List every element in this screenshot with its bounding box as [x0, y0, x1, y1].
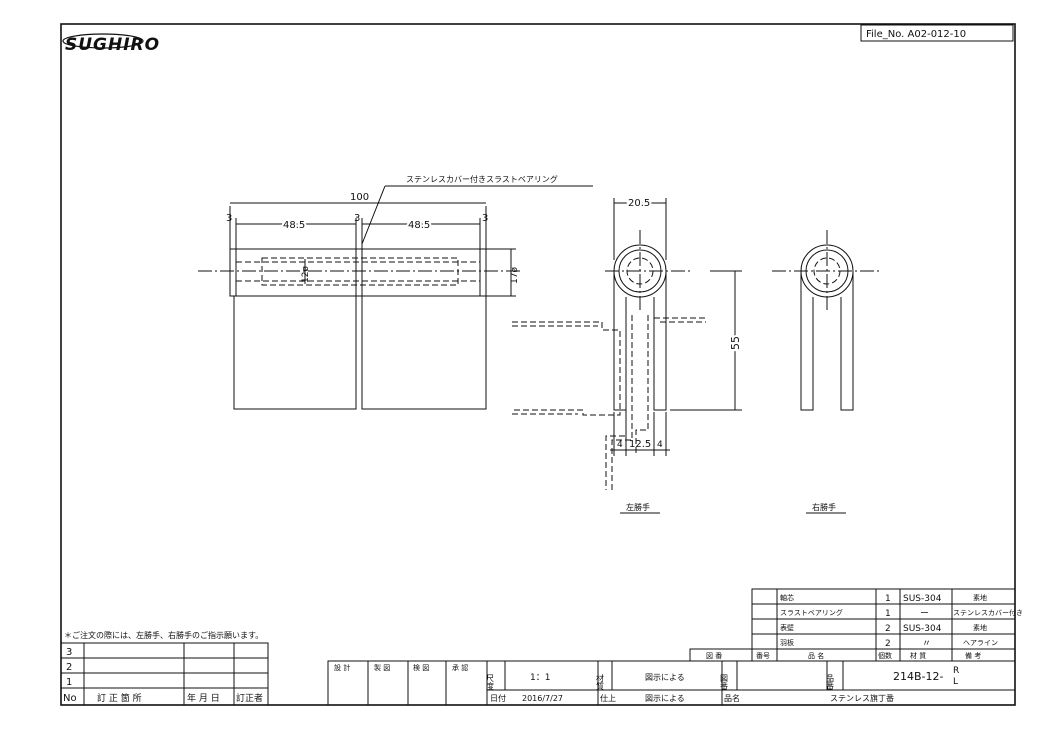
part-1-name: 軸芯	[780, 593, 794, 602]
dim-right: 48.5	[408, 220, 430, 231]
leaf-right	[361, 295, 487, 410]
front-view: 100 3 48.5 3 48.5 3 ステンレスカバー付きスラストベアリング …	[198, 174, 593, 410]
approval-check: 検 図	[413, 663, 429, 672]
scale-label: 尺度	[486, 674, 495, 691]
parts-header-name: 品 名	[808, 651, 824, 660]
dim-left-end: 3	[226, 213, 232, 224]
callout-text: ステンレスカバー付きスラストベアリング	[406, 174, 558, 184]
dim-bore: 12ø	[301, 266, 311, 283]
part-no: 214B-12-	[893, 670, 944, 683]
file-no-box	[860, 24, 1014, 42]
part-4-qty: 2	[885, 639, 891, 649]
rev-header-no: No	[63, 693, 77, 704]
part-no-label: 品番	[826, 674, 835, 691]
title-block: 設 計 製 図 検 図 承 認 尺度 1：1 材質 図示による 図番 品番 21…	[327, 660, 1016, 706]
product-name: ステンレス旗丁番	[830, 693, 894, 703]
barrel	[229, 248, 487, 297]
parts-header-note: 備 考	[965, 651, 981, 660]
callout-leader	[361, 185, 386, 245]
label-right-hand: 右勝手	[812, 502, 836, 512]
finish-value: 図示による	[645, 694, 685, 703]
revision-table: 3 2 1 No 訂 正 箇 所 年 月 日 訂正者	[60, 642, 269, 706]
order-note: ＊ご注文の際には、左勝手、右勝手のご指示願います。	[64, 630, 263, 640]
scale-value: 1：1	[530, 673, 550, 683]
finish-label: 仕上	[600, 693, 616, 703]
pin-hidden	[261, 257, 459, 286]
part-3-name: 表壁	[780, 623, 794, 632]
dim-height: 55	[729, 336, 742, 350]
part-1-note: 素地	[973, 593, 987, 602]
rev-row-3: 3	[66, 647, 72, 658]
approval-drafting: 製 図	[374, 663, 390, 672]
suffix-l: L	[953, 677, 958, 687]
sheet-border	[60, 23, 1016, 706]
part-4-material: 〃	[922, 639, 931, 649]
leaf-left	[233, 295, 357, 410]
logo: SUGHIRO	[62, 33, 160, 55]
part-2-material: ー	[920, 609, 929, 619]
part-1-material: SUS-304	[903, 594, 942, 604]
parts-list: 軸芯 1 SUS-304 素地 スラストベアリング 1 ー ステンレスカバー付き…	[689, 588, 1023, 662]
part-3-material: SUS-304	[903, 624, 942, 634]
dim-right-end: 3	[482, 213, 488, 224]
parts-header-material: 材 質	[910, 651, 926, 660]
dim-a: 4	[617, 440, 623, 450]
name-label: 品名	[724, 693, 740, 703]
parts-header-dwg: 図 番	[706, 652, 722, 660]
date-value: 2016/7/27	[522, 694, 563, 703]
part-1-qty: 1	[885, 594, 891, 604]
parts-header-qty: 個数	[878, 651, 892, 660]
approval-design: 設 計	[334, 663, 350, 672]
logo-text: SUGHIRO	[65, 35, 160, 55]
parts-header-no: 番号	[756, 652, 770, 660]
dim-b: 12.5	[629, 439, 651, 450]
part-2-qty: 1	[885, 609, 891, 619]
rev-header-place: 訂 正 箇 所	[97, 692, 142, 704]
rev-header-by: 訂正者	[236, 692, 263, 704]
side-view-left: 20.5 55 4 12.5 4 左勝手	[512, 196, 744, 514]
suffix-r: R	[953, 666, 959, 676]
part-2-name: スラストベアリング	[780, 608, 843, 617]
rev-row-2: 2	[66, 662, 72, 673]
part-4-name: 羽板	[780, 638, 794, 647]
dim-mid: 3	[354, 213, 360, 224]
approval-approve: 承 認	[452, 663, 468, 672]
dim-total: 100	[350, 192, 369, 203]
dim-outer: 17ø	[510, 267, 520, 284]
material-value: 図示による	[645, 673, 685, 682]
file-no: File_No. A02-012-10	[866, 29, 966, 40]
part-2-note: ステンレスカバー付き	[953, 608, 1023, 617]
rev-header-date: 年 月 日	[187, 692, 220, 704]
drawing-label: 図番	[720, 674, 729, 691]
part-4-note: ヘアライン	[963, 639, 998, 647]
part-3-note: 素地	[973, 623, 987, 632]
material-label: 材質	[596, 673, 605, 691]
label-left-hand: 左勝手	[626, 502, 650, 512]
dim-top: 20.5	[628, 198, 650, 209]
date-label: 日付	[490, 693, 506, 703]
rev-row-1: 1	[66, 677, 72, 688]
dim-c: 4	[657, 440, 663, 450]
part-3-qty: 2	[885, 624, 891, 634]
dim-left: 48.5	[283, 220, 305, 231]
side-view-right: 右勝手	[772, 230, 880, 514]
